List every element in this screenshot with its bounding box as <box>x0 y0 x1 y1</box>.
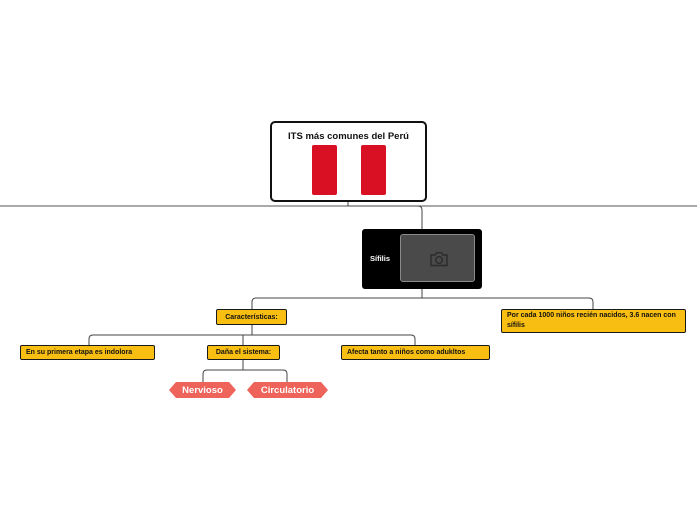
tag-circulatorio[interactable]: Circulatorio <box>247 382 328 398</box>
flag-left-stripe <box>312 145 337 195</box>
root-node[interactable]: ITS más comunes del Perú <box>270 121 427 202</box>
node-afecta-label: Afecta tanto a niños como adukltos <box>347 349 466 356</box>
image-placeholder <box>400 234 475 282</box>
node-indolora[interactable]: En su primera etapa es indolora <box>20 345 155 360</box>
node-indolora-label: En su primera etapa es indolora <box>26 349 133 356</box>
node-estadistica-label: Por cada 1000 niños recién nacidos, 3.6 … <box>507 312 676 329</box>
node-caracteristicas[interactable]: Características: <box>216 309 287 325</box>
flag-right-stripe <box>361 145 386 195</box>
connector-topic-branches <box>251 289 594 309</box>
node-estadistica[interactable]: Por cada 1000 niños recién nacidos, 3.6 … <box>501 309 686 333</box>
connector-caracteristicas-children <box>88 325 416 345</box>
tag-nervioso-label: Nervioso <box>182 384 223 396</box>
camera-icon <box>430 252 448 267</box>
node-sistema-label: Daña el sistema: <box>215 349 272 356</box>
topic-label: Sífilis <box>370 254 391 263</box>
connector-root-topic <box>347 202 423 229</box>
node-caracteristicas-label: Características: <box>225 313 278 321</box>
root-title: ITS más comunes del Perú <box>288 131 409 142</box>
topic-node-sifilis[interactable]: Sífilis <box>362 229 482 289</box>
tag-circulatorio-label: Circulatorio <box>260 384 315 396</box>
tag-nervioso[interactable]: Nervioso <box>169 382 236 398</box>
node-sistema[interactable]: Daña el sistema: <box>207 345 280 360</box>
node-afecta[interactable]: Afecta tanto a niños como adukltos <box>341 345 490 360</box>
connector-sistema-tags <box>202 360 288 382</box>
